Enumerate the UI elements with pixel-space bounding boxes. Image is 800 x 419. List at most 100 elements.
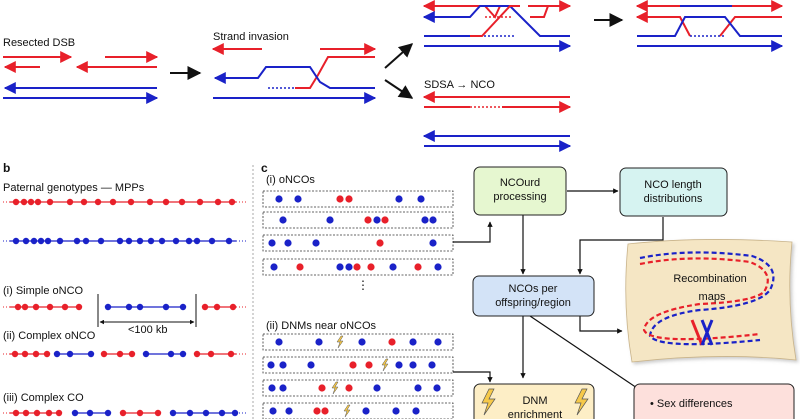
red-invading-strand <box>295 56 375 89</box>
genotype-row-blue <box>3 237 246 245</box>
map-crossover-blue-2 <box>700 319 714 346</box>
blue-marker <box>279 361 287 369</box>
blue-marker <box>373 384 381 392</box>
blue-marker <box>104 303 112 311</box>
blue-marker <box>267 361 275 369</box>
ellipsis: ⋮ <box>357 278 369 292</box>
sequence-row <box>262 234 454 252</box>
flow-connectors <box>453 188 664 391</box>
blue-marker <box>208 237 216 245</box>
red-marker <box>12 409 20 417</box>
blue-marker <box>116 237 124 245</box>
sequence-row <box>262 379 454 397</box>
blue-marker <box>326 216 334 224</box>
red-marker <box>66 198 74 206</box>
blue-marker <box>104 409 112 417</box>
box-ncourd-line1: NCOurd <box>500 177 540 189</box>
red-marker <box>146 198 154 206</box>
red-marker <box>34 198 42 206</box>
red-marker <box>228 198 236 206</box>
blue-marker <box>336 263 344 271</box>
red-marker <box>376 239 384 247</box>
lightning-icon <box>574 388 589 416</box>
blue-marker <box>389 263 397 271</box>
blue-strand <box>637 16 782 37</box>
lightning-icon <box>481 388 496 416</box>
red-marker <box>46 303 54 311</box>
red-marker <box>80 198 88 206</box>
map-paper <box>625 239 797 363</box>
connector-length-to-per-offspring <box>577 217 664 275</box>
red-marker <box>388 338 396 346</box>
red-strand <box>470 5 520 37</box>
red-marker <box>414 263 422 271</box>
red-marker <box>367 263 375 271</box>
red-marker <box>21 350 29 358</box>
box-nco-length: NCO length distributions <box>619 167 728 217</box>
sex-differences-text: • Sex differences <box>650 398 733 410</box>
blue-marker <box>307 361 315 369</box>
blue-marker <box>409 338 417 346</box>
blue-marker <box>172 237 180 245</box>
panel-b-header: Paternal genotypes — MPPs <box>3 182 145 194</box>
blue-marker <box>315 338 323 346</box>
red-marker <box>381 216 389 224</box>
blue-marker <box>66 350 74 358</box>
arrow-to-dhj <box>384 43 414 69</box>
blue-displaced-strand <box>213 66 375 89</box>
blue-marker <box>429 239 437 247</box>
red-marker <box>11 350 19 358</box>
red-marker <box>75 303 83 311</box>
blue-marker <box>225 237 233 245</box>
red-marker <box>61 303 69 311</box>
sequence-row <box>262 356 454 374</box>
red-marker <box>336 195 344 203</box>
sequence-row <box>262 402 454 419</box>
blue-marker <box>275 195 283 203</box>
scale-label: <100 kb <box>128 324 167 336</box>
red-marker <box>296 263 304 271</box>
blue-marker <box>73 237 81 245</box>
lightning-icon <box>331 381 339 395</box>
blue-marker <box>269 407 277 415</box>
blue-marker <box>147 237 155 245</box>
blue-marker <box>414 384 422 392</box>
blue-marker <box>421 216 429 224</box>
red-marker <box>193 350 201 358</box>
map-title: Recombination <box>673 273 746 285</box>
blue-marker <box>193 237 201 245</box>
arrow-to-sdsa <box>384 79 414 99</box>
blue-marker <box>279 384 287 392</box>
red-marker <box>214 198 222 206</box>
panel-b: b Paternal genotypes — MPPs (i) Simple o… <box>3 161 246 417</box>
box-per-offspring-line2: offspring/region <box>495 297 571 309</box>
box-ncos-per-offspring: NCOs per offspring/region <box>472 275 595 317</box>
red-marker <box>196 198 204 206</box>
red-marker <box>229 303 237 311</box>
blue-marker <box>279 216 287 224</box>
blue-marker <box>37 237 45 245</box>
red-marker <box>162 198 170 206</box>
blue-marker <box>345 263 353 271</box>
red-marker <box>136 409 144 417</box>
red-marker <box>353 263 361 271</box>
blue-marker <box>44 237 52 245</box>
red-strand <box>719 16 782 37</box>
blue-marker <box>434 338 442 346</box>
dhj-strands <box>422 0 572 52</box>
blue-marker <box>185 237 193 245</box>
blue-marker <box>395 361 403 369</box>
blue-marker <box>12 237 20 245</box>
red-marker <box>33 409 41 417</box>
map-subtitle: maps <box>699 291 726 303</box>
blue-marker <box>136 237 144 245</box>
blue-marker <box>268 239 276 247</box>
red-marker <box>22 409 30 417</box>
blue-marker <box>87 350 95 358</box>
red-marker <box>45 409 53 417</box>
blue-marker <box>169 409 177 417</box>
blue-marker <box>179 350 187 358</box>
complex-onco-row <box>3 350 246 358</box>
red-marker <box>365 361 373 369</box>
blue-marker <box>179 303 187 311</box>
